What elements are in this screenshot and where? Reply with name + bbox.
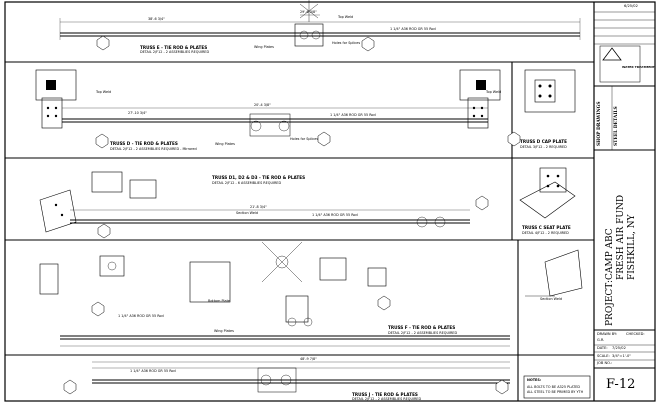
drawn-by-value: G.R.: [597, 338, 605, 342]
holes-label: Holes for Splices: [332, 41, 361, 45]
holes-label: Holes for Splices: [290, 137, 319, 141]
dim-label: 21'-8 3/4": [250, 205, 267, 209]
cap-plate-subtitle: DETAIL 3/F12 - 2 REQUIRED: [520, 145, 567, 149]
truss-f-title: TRUSS F - TIE ROD & PLATES: [388, 325, 456, 330]
date-label: DATE:: [597, 346, 608, 350]
logo-house-icon: [602, 47, 622, 61]
truss-d123-title: TRUSS D1, D2 & D3 - TIE ROD & PLATES: [212, 175, 306, 180]
company-logo-text: WATER TREATMENT: [622, 65, 655, 69]
truss-j-subtitle: DETAIL 2/F12 - 2 ASSEMBLIES REQUIRED: [352, 397, 422, 401]
truss-j-title: TRUSS J - TIE ROD & PLATES: [352, 392, 418, 397]
seat-plate-subtitle: DETAIL 4/F12 - 2 REQUIRED: [522, 231, 569, 235]
dim-label: 20'-4 3/8": [254, 103, 271, 107]
rod-label: 1 1/4" A36 ROD GR 55 Rod: [118, 314, 164, 318]
project-line-2: FRESH AIR FUND: [616, 194, 626, 280]
truss-d123-drawing: [39, 167, 576, 233]
sheet-border: [4, 1, 656, 402]
bottom-plate-label: Bottom Plate: [208, 299, 230, 303]
rod-label: 1 1/4" A36 ROD GR 55 Rod: [312, 213, 358, 217]
truss-e-subtitle: DETAIL 2/F12 - 2 ASSEMBLIES REQUIRED: [140, 50, 210, 54]
scale-label: SCALE:: [597, 354, 610, 358]
detail-bubble-icon: [95, 133, 109, 149]
cap-plate-title: TRUSS D CAP PLATE: [520, 139, 567, 144]
truss-e-title: TRUSS E - TIE ROD & PLATES: [140, 45, 208, 50]
truss-e-drawing: [59, 0, 581, 47]
sheet-type: SHOP DRAWINGS: [597, 101, 602, 146]
sheet-subject: STEEL DETAILS: [614, 106, 619, 146]
dim-label: 27'-10 3/4": [128, 111, 147, 115]
truss-f-subtitle: DETAIL 2/F12 - 2 ASSEMBLIES REQUIRED: [388, 331, 458, 335]
checked-label: CHECKED:: [626, 332, 645, 336]
detail-bubble-icon: [507, 131, 521, 147]
top-weld-label: Top Weld: [338, 15, 354, 19]
notes-line-2: ALL STEEL TO BE PRIMED BY YTH: [527, 390, 584, 394]
notes-line-1: ALL BOLTS TO BE A325 PLATED: [527, 385, 580, 389]
wing-plates-label: Wing Plates: [215, 142, 235, 146]
detail-bubble-icon: [63, 379, 77, 395]
seat-plate-title: TRUSS C SEAT PLATE: [522, 225, 571, 230]
detail-bubble-icon: [91, 301, 105, 317]
date-value: 7/25/02: [612, 346, 626, 350]
detail-bubble-icon: [361, 36, 375, 52]
section-weld-label: Section Weld: [236, 211, 259, 215]
drawn-by-label: DRAWN BY:: [597, 332, 617, 336]
title-block-date-top: 6/25/02: [624, 4, 638, 8]
detail-bubble-icon: [317, 131, 331, 147]
truss-d123-subtitle: DETAIL 2/F12 - 6 ASSEMBLIES REQUIRED: [212, 181, 282, 185]
rod-label: 1 1/4" A36 ROD GR 55 Rod: [390, 27, 436, 31]
truss-d-subtitle: DETAIL 2/F12 - 2 ASSEMBLIES REQUIRED - M…: [110, 147, 197, 151]
dim-label: 29'-6 3/8": [300, 10, 317, 14]
rod-label: 1 1/4" A36 ROD GR 55 Rod: [130, 369, 176, 373]
truss-d-drawing: [35, 69, 576, 137]
truss-j-drawing: [92, 361, 510, 393]
top-weld-label: Top Weld: [486, 90, 502, 94]
detail-bubble-icon: [495, 379, 509, 395]
project-line-1: CAMP ABC: [605, 228, 615, 280]
detail-bubble-icon: [97, 223, 111, 239]
wing-plates-label: Wing Plates: [254, 45, 274, 49]
detail-bubble-icon: [475, 195, 489, 211]
notes-box: [523, 375, 591, 399]
detail-bubble-icon: [96, 35, 110, 51]
project-prefix: PROJECT:: [605, 280, 615, 326]
scale-value: 3/4"=1'-0": [612, 354, 631, 358]
notes-heading: NOTES:: [527, 378, 542, 382]
project-line-3: FISHKILL, NY: [627, 214, 637, 280]
job-label: JOB NO.:: [597, 361, 613, 365]
truss-d-title: TRUSS D - TIE ROD & PLATES: [110, 141, 178, 146]
dim-label: 38'-6 3/4": [148, 17, 165, 21]
dim-label: 48'-9 7/8": [300, 357, 317, 361]
top-weld-label: Top Weld: [96, 90, 112, 94]
detail-bubble-icon: [377, 295, 391, 311]
sheet-number: F-12: [606, 377, 636, 392]
truss-f-drawing: [39, 241, 583, 347]
section-weld-label: Section Weld: [540, 297, 563, 301]
rod-label: 1 1/4" A36 ROD GR 55 Rod: [330, 113, 376, 117]
wing-plates-label: Wing Plates: [214, 329, 234, 333]
